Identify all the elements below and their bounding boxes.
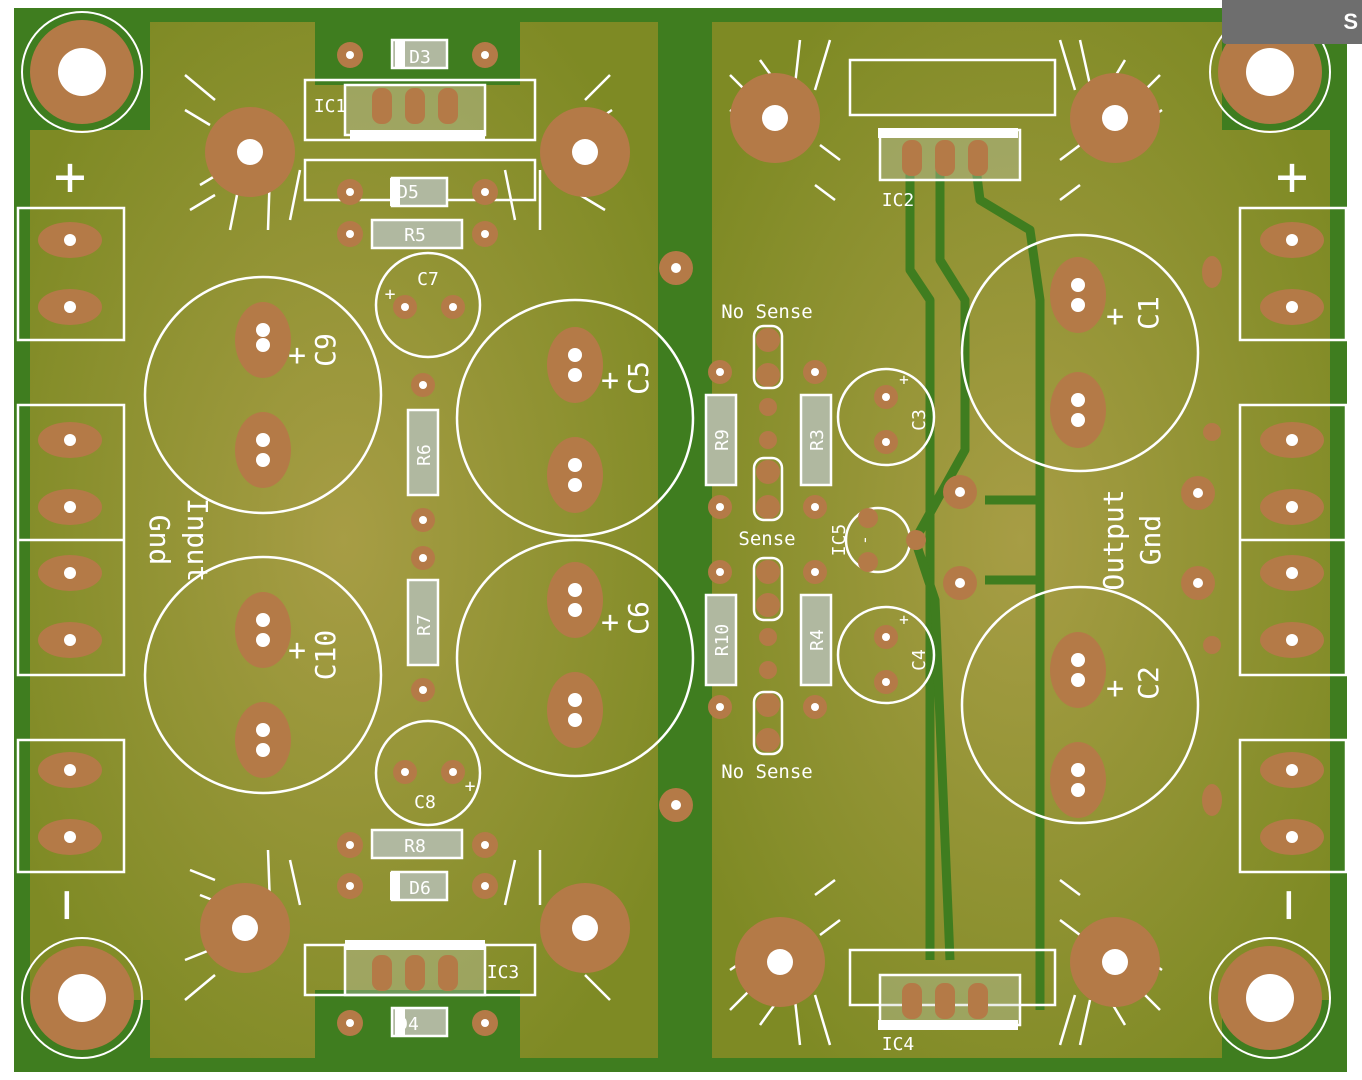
label-ic1: IC1	[314, 96, 347, 117]
component-pads	[337, 42, 1222, 1036]
minus-mark-left: −	[37, 889, 100, 922]
minus-mark-right: −	[1259, 889, 1322, 922]
label-d3: D3	[409, 47, 431, 68]
polarity-minus-ic5: -	[855, 535, 874, 545]
mounting-hole-bottom-left	[21, 937, 143, 1059]
label-r9: R9	[712, 429, 733, 451]
cap-pads	[235, 257, 1106, 818]
sense-label: Sense	[738, 528, 795, 550]
label-ic3: IC3	[487, 962, 520, 983]
label-c10: C10	[309, 630, 342, 681]
trace-group	[905, 159, 1045, 1010]
copper-pour-left	[30, 22, 658, 1058]
mounting-holes	[21, 11, 1331, 1059]
silkscreen-outlines	[16, 38, 1348, 1046]
silkscreen-text: + + − − Input Gnd Output Gnd No Sense Se…	[37, 47, 1322, 1055]
polarity-plus-c10: +	[288, 633, 306, 668]
input-gnd-label: Gnd	[143, 515, 176, 566]
label-c6: C6	[622, 601, 655, 635]
heatsink-pads	[200, 73, 1160, 1007]
label-r4: R4	[807, 629, 828, 651]
polarity-plus-c4: +	[899, 610, 909, 629]
label-r7: R7	[414, 614, 435, 636]
polarity-plus-c5: +	[601, 363, 619, 398]
copper-pour-right	[712, 22, 1330, 1058]
label-d4: D4	[397, 1014, 419, 1035]
label-r10: R10	[712, 624, 733, 657]
polarity-plus-c2: +	[1106, 671, 1124, 706]
polarity-plus-c3: +	[899, 370, 909, 389]
label-c7: C7	[417, 269, 439, 290]
mounting-hole-bottom-right	[1209, 937, 1331, 1059]
label-ic5: IC5	[829, 524, 850, 557]
label-ic2: IC2	[882, 190, 915, 211]
label-c5: C5	[622, 361, 655, 395]
label-r5: R5	[404, 225, 426, 246]
terminal-holes	[64, 234, 1298, 843]
output-label: Output	[1097, 489, 1130, 590]
corner-tab-label: S	[1343, 9, 1358, 34]
polarity-plus-c1: +	[1106, 299, 1124, 334]
label-d5: D5	[397, 182, 419, 203]
no-sense-top-label: No Sense	[721, 301, 813, 323]
input-label: Input	[181, 498, 214, 582]
corner-tab[interactable]: S	[1222, 0, 1362, 44]
mounting-hole-top-left	[21, 11, 143, 133]
label-r8: R8	[404, 836, 426, 857]
label-d6: D6	[409, 878, 431, 899]
label-ic4: IC4	[882, 1034, 915, 1055]
polarity-plus-c8: +	[465, 776, 476, 797]
polarity-plus-c9: +	[288, 338, 306, 373]
label-c8: C8	[414, 792, 436, 813]
polarity-plus-c7: +	[385, 284, 396, 305]
mounting-hole-top-right	[1209, 11, 1331, 133]
label-c2: C2	[1132, 666, 1165, 700]
label-r3: R3	[807, 429, 828, 451]
label-c9: C9	[309, 333, 342, 367]
plus-mark-left: +	[54, 145, 87, 208]
label-r6: R6	[414, 444, 435, 466]
plus-mark-right: +	[1276, 145, 1309, 208]
label-c1: C1	[1132, 296, 1165, 330]
polarity-plus-c6: +	[601, 605, 619, 640]
ic-tabs	[345, 40, 1018, 1036]
label-c3: C3	[909, 409, 930, 431]
no-sense-bottom-label: No Sense	[721, 761, 813, 783]
label-c4: C4	[909, 649, 930, 671]
output-gnd-label: Gnd	[1134, 515, 1167, 566]
